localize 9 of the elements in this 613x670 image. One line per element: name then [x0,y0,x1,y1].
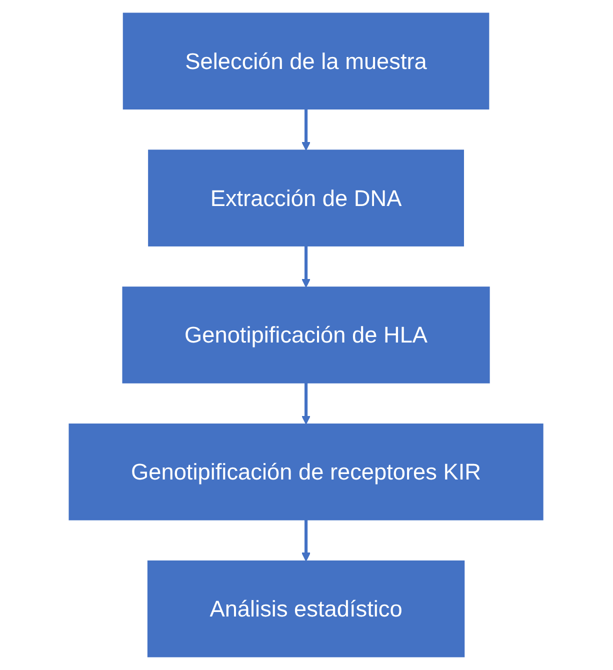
node-box: Análisis estadístico [148,560,466,658]
arrow [302,520,312,562]
node-box: Genotipificación de receptores KIR [69,424,544,520]
arrow [302,246,312,288]
arrow [302,109,312,151]
node-box: Selección de la muestra [123,12,490,110]
arrow [302,382,312,424]
node-box: Genotipificación de HLA [122,286,490,384]
node-box: Extracción de DNA [148,150,464,246]
